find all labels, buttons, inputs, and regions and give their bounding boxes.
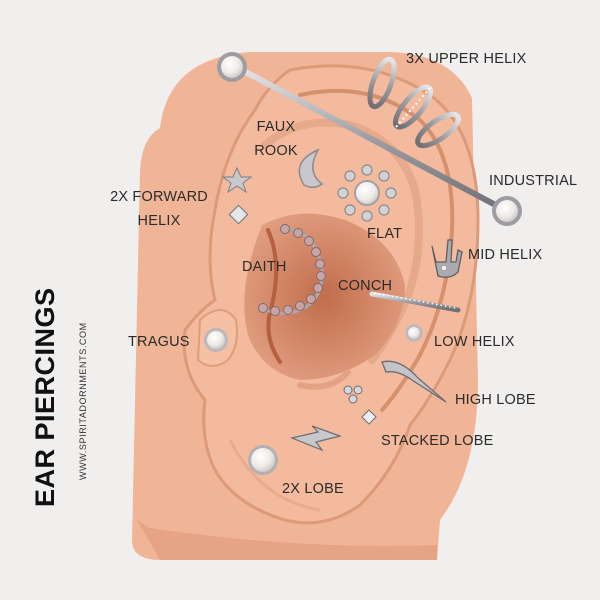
lobe-opal-stud	[248, 445, 278, 475]
label-conch: CONCH	[338, 278, 393, 294]
flat-flower-stud	[337, 164, 397, 222]
forward-helix-studs	[221, 166, 253, 225]
label-forward-helix-line1: 2X FORWARD	[110, 189, 208, 205]
label-forward-helix-line2: HELIX	[137, 213, 181, 229]
high-lobe-spike	[381, 360, 447, 403]
label-upper-helix: 3X UPPER HELIX	[406, 51, 527, 67]
upper-helix-hoops	[367, 56, 461, 149]
label-faux-rook-line2: ROOK	[254, 143, 298, 159]
conch-bar	[369, 291, 461, 313]
label-mid-helix: MID HELIX	[468, 247, 543, 263]
daith-hoop	[258, 224, 326, 316]
label-lobe: 2X LOBE	[282, 481, 344, 497]
label-low-helix: LOW HELIX	[434, 334, 515, 350]
label-high-lobe: HIGH LOBE	[455, 392, 536, 408]
title-ear-piercings: EAR PIERCINGS	[30, 287, 60, 507]
label-flat: FLAT	[367, 226, 403, 242]
lobe-lightning-stud	[289, 425, 343, 452]
mid-helix-hand-charm	[431, 239, 463, 278]
faux-rook-crescent	[298, 148, 324, 188]
tragus-opal-stud	[204, 328, 228, 352]
low-helix-opal-stud	[405, 324, 423, 342]
label-tragus: TRAGUS	[128, 334, 190, 350]
stacked-lobe-studs	[343, 385, 377, 425]
label-industrial: INDUSTRIAL	[489, 173, 578, 189]
label-faux-rook-line1: FAUX	[256, 119, 296, 135]
industrial-barbell	[217, 52, 522, 226]
label-stacked-lobe: STACKED LOBE	[381, 433, 494, 449]
label-daith: DAITH	[242, 259, 287, 275]
website-credit: WWW.SPIRITADORNMENTS.COM	[78, 322, 88, 480]
